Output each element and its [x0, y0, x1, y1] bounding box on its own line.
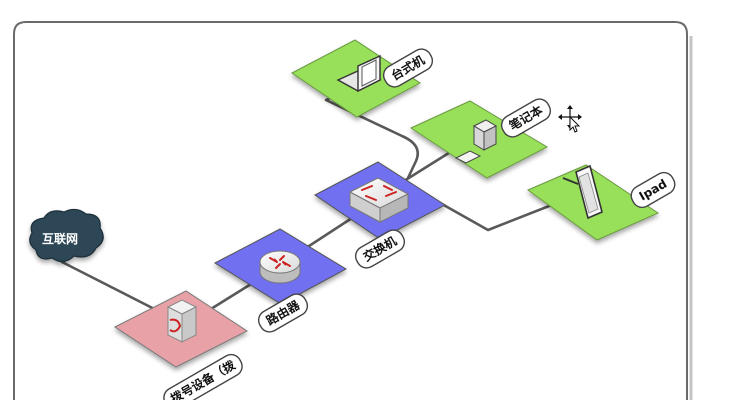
router-icon — [259, 250, 301, 284]
link-switch-desktop — [324, 86, 420, 180]
internet-label: 互联网 — [42, 232, 78, 246]
desktop-computer-icon — [454, 119, 498, 164]
cloud-icon: 互联网 — [29, 208, 104, 263]
tablet-icon — [562, 164, 603, 220]
modem-icon — [166, 299, 198, 343]
switch-icon — [348, 177, 410, 223]
move-cursor-icon — [558, 105, 582, 133]
laptop-icon — [336, 54, 382, 93]
